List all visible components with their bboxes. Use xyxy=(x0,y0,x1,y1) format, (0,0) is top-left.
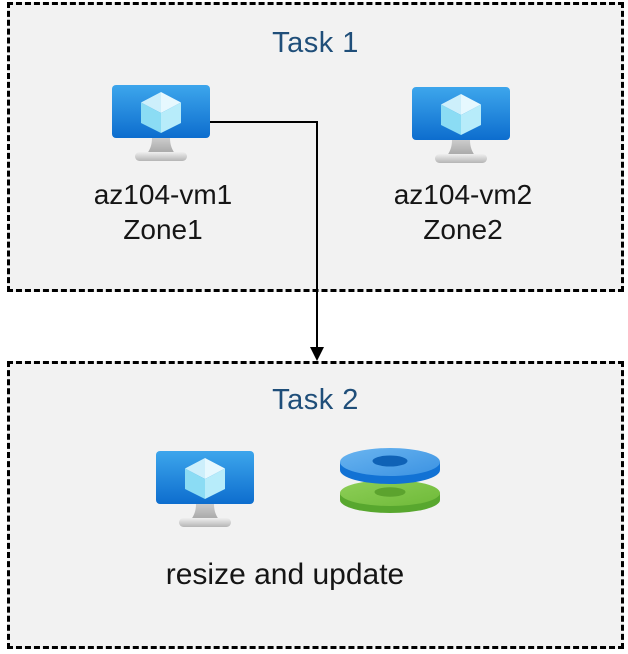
task1-box: Task 1 az104-vm1 Zone1 az104-vm2 xyxy=(7,2,624,292)
vm2-label: az104-vm2 Zone2 xyxy=(343,177,583,247)
vm1-zone: Zone1 xyxy=(123,214,203,245)
vm1-label: az104-vm1 Zone1 xyxy=(43,177,283,247)
virtual-machine-icon xyxy=(112,85,210,161)
vm2-name: az104-vm2 xyxy=(393,179,533,210)
vm1-name: az104-vm1 xyxy=(93,179,233,210)
virtual-machine-icon xyxy=(156,451,254,527)
task2-caption: resize and update xyxy=(165,558,405,591)
task2-title: Task 2 xyxy=(272,384,359,416)
vm2-zone: Zone2 xyxy=(423,214,503,245)
arrowhead-icon xyxy=(310,347,324,361)
virtual-machine-icon xyxy=(412,87,510,163)
disks-icon xyxy=(340,448,440,513)
task2-box: Task 2 resize and update xyxy=(7,361,624,649)
task1-title: Task 1 xyxy=(272,27,359,59)
